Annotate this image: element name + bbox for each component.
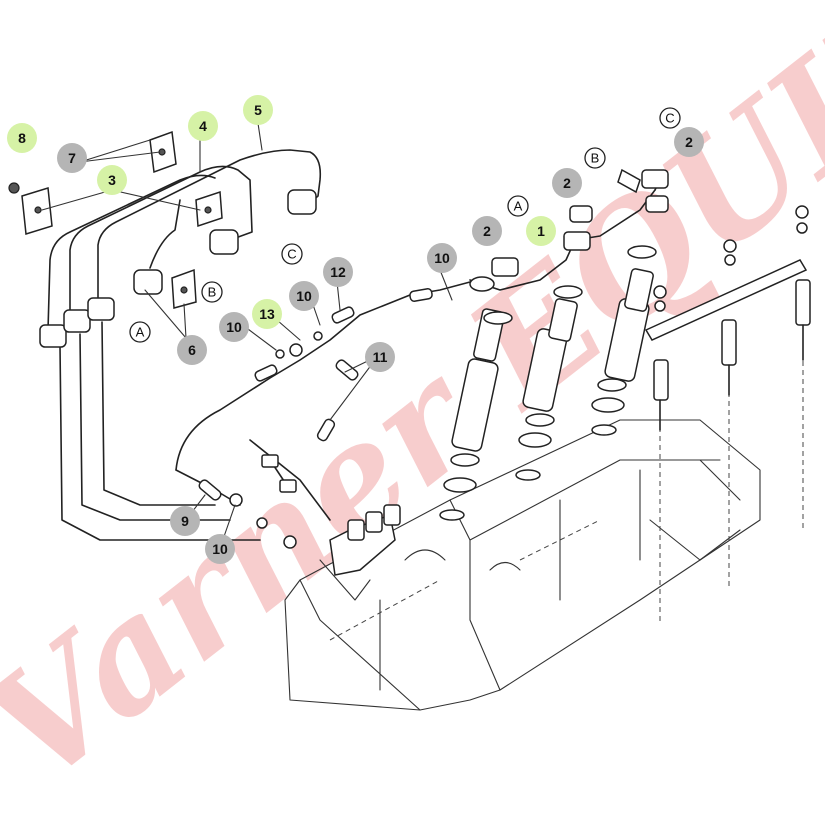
svg-text:A: A [136,325,145,340]
callout-badge: 7 [57,143,87,173]
svg-text:10: 10 [226,319,242,335]
callout-badge: 6 [177,335,207,365]
callout-badge: 2 [552,168,582,198]
svg-text:10: 10 [212,541,228,557]
callout-badge: 2 [674,127,704,157]
svg-text:10: 10 [434,250,450,266]
svg-text:C: C [287,247,296,262]
svg-text:13: 13 [259,306,275,322]
callout-badge: 10 [219,312,249,342]
svg-text:9: 9 [181,513,189,529]
svg-text:A: A [514,199,523,214]
svg-text:7: 7 [68,150,76,166]
svg-text:6: 6 [188,342,196,358]
callout-badge: 9 [170,506,200,536]
svg-text:C: C [665,111,674,126]
svg-text:5: 5 [254,102,262,118]
svg-text:11: 11 [373,349,388,365]
return-lines [175,269,471,601]
svg-text:10: 10 [296,288,312,304]
glow-plugs [644,205,811,625]
callout-badge: 10 [427,243,457,273]
svg-text:2: 2 [483,223,491,239]
callout-badge: 13 [252,299,282,329]
svg-text:3: 3 [108,172,116,188]
callout-badge: 4 [188,111,218,141]
svg-text:B: B [208,285,217,300]
callout-badge: 1 [526,216,556,246]
injection-lines-left [8,109,322,541]
letter-markers: A B C A B C [129,107,681,343]
svg-text:1: 1 [537,223,545,239]
svg-text:2: 2 [685,134,693,150]
callout-badge: 10 [289,281,319,311]
letter-marker-a-right: A [507,195,529,217]
callout-badge: 10 [205,534,235,564]
svg-text:2: 2 [563,175,571,191]
injectors-right [439,168,669,521]
letter-marker-b-left: B [201,281,223,303]
engine-block [284,419,761,711]
callout-badge: 11 [365,342,395,372]
callout-badge: 3 [97,165,127,195]
callout-badge: 8 [7,123,37,153]
svg-text:12: 12 [330,264,346,280]
callouts: 8 7 3 4 5 6 13 10 10 12 11 10 9 10 2 1 2… [7,95,704,564]
callout-badge: 12 [323,257,353,287]
svg-text:4: 4 [199,118,207,134]
letter-marker-b-right: B [584,147,606,169]
svg-text:8: 8 [18,130,26,146]
letter-marker-a-left: A [129,321,151,343]
letter-marker-c-right: C [659,107,681,129]
callout-badge: 5 [243,95,273,125]
svg-text:B: B [591,151,600,166]
letter-marker-c-left: C [281,243,303,265]
callout-badge: 2 [472,216,502,246]
